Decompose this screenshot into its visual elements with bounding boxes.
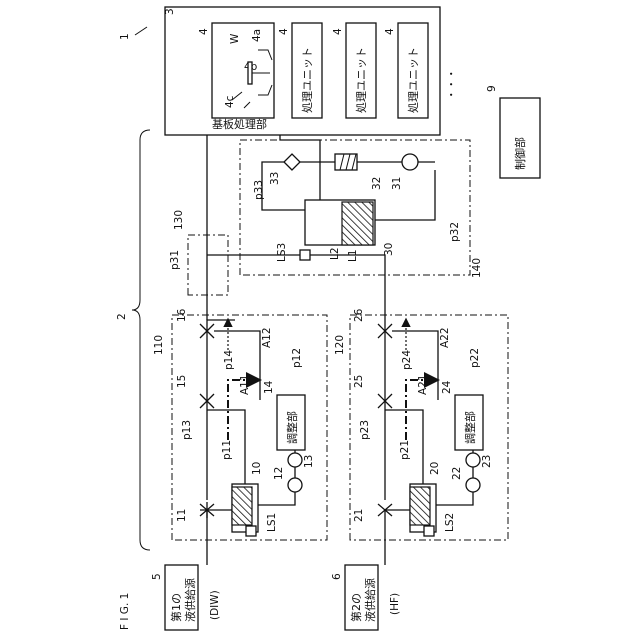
sensor-ls1-label: LS1 <box>266 513 278 532</box>
pipe-p24-label: p24 <box>401 350 413 370</box>
adjuster-24-ref: 24 <box>441 380 453 394</box>
controller-label: 制御部 <box>513 137 527 170</box>
source-2-liquid: (HF) <box>389 593 401 615</box>
system-ref-leader <box>135 27 147 35</box>
units-ellipsis: ・・・ <box>446 69 458 101</box>
filter-23 <box>466 453 480 467</box>
substrate-unit-ref: 3 <box>164 8 176 15</box>
block-110-ref: 110 <box>153 335 165 355</box>
flow-a11-label: A11 <box>239 374 251 395</box>
flow-a12-label: A12 <box>261 327 273 348</box>
source-1-liquid: (DIW) <box>209 590 221 620</box>
level-l1-label: L1 <box>347 249 359 262</box>
pump-31 <box>402 154 418 170</box>
pump-31-ref: 31 <box>391 177 403 190</box>
pipe-p32 <box>375 170 435 220</box>
source-1-ref: 5 <box>151 573 163 580</box>
pipe-p21 <box>385 510 410 565</box>
block-130-ref: 130 <box>173 210 185 230</box>
sensor-ls2 <box>424 526 434 536</box>
valve-16-ref: 16 <box>176 308 188 322</box>
tank-20-ref: 20 <box>429 462 441 475</box>
adjuster-24-label: 調整部 <box>463 411 477 444</box>
unit1-label: 処理ユニット <box>301 47 314 113</box>
figure-title: F I G. 1 <box>119 593 131 630</box>
unit1-ref: 4 <box>278 28 290 35</box>
valve-21-ref: 21 <box>353 509 365 522</box>
sensor-ls2-label: LS2 <box>444 513 456 532</box>
pipe-p22 <box>392 331 438 400</box>
flow-a22-label: A22 <box>439 327 451 348</box>
unit-detail-ref: 4 <box>198 28 210 35</box>
valve-11-ref: 11 <box>176 509 188 522</box>
adjuster-14-label: 調整部 <box>285 411 299 444</box>
source-2-line1: 第2の <box>349 593 363 622</box>
filter-23-ref: 23 <box>481 455 493 468</box>
pump-12-ref: 12 <box>273 467 285 480</box>
block-130 <box>188 235 228 295</box>
pipe-p11 <box>207 510 232 565</box>
processing-unit-detail <box>212 23 274 118</box>
tank-20-liquid <box>410 487 430 525</box>
pipe-p21-label: p21 <box>399 440 411 460</box>
valve-25-ref: 25 <box>353 375 365 388</box>
source-1-line1: 第1の <box>169 593 183 622</box>
filter-13 <box>288 453 302 467</box>
pipe-p33-label: p33 <box>253 180 265 200</box>
pipe-p12 <box>214 331 260 400</box>
unit2-ref: 4 <box>332 28 344 35</box>
wafer-chuck <box>248 62 252 84</box>
sensor-ls1 <box>246 526 256 536</box>
wafer-label: W <box>229 33 241 44</box>
controller-ref: 9 <box>486 85 498 92</box>
system-ref-label: 1 <box>119 33 131 40</box>
sensor-ls3-label: LS3 <box>276 243 288 262</box>
supply-brace <box>132 130 150 550</box>
filter-33-ref: 33 <box>269 172 281 185</box>
pipe-p32-label: p32 <box>449 222 461 242</box>
filter-13-ref: 13 <box>303 455 315 468</box>
pump-12 <box>288 478 302 492</box>
pipe-p31-label: p31 <box>169 250 181 270</box>
tank-10-liquid <box>232 487 252 525</box>
sensor-ls3 <box>300 250 310 260</box>
pipe-p23-label: p23 <box>359 420 371 440</box>
pump-22 <box>466 478 480 492</box>
pipe-p11-label: p11 <box>221 440 233 460</box>
valve-15-ref: 15 <box>176 375 188 388</box>
source-2-line2: 液供給源 <box>363 578 377 622</box>
block-120-ref: 120 <box>334 335 346 355</box>
unit3-ref: 4 <box>384 28 396 35</box>
pipe-p13-label: p13 <box>181 420 193 440</box>
source-1-line2: 液供給源 <box>183 578 197 622</box>
part-4a-label: 4a <box>251 29 263 42</box>
tank-10-ref: 10 <box>251 462 263 475</box>
block-140-ref: 140 <box>471 258 483 278</box>
source-2-ref: 6 <box>331 573 343 580</box>
level-l2-label: L2 <box>329 247 341 260</box>
flow-a21-label: A21 <box>417 374 429 395</box>
pump-22-ref: 22 <box>451 467 463 480</box>
tank-30-liquid <box>342 202 373 245</box>
unit3-label: 処理ユニット <box>407 47 420 113</box>
heater-32-ref: 32 <box>371 177 383 190</box>
adjuster-14-ref: 14 <box>263 380 275 394</box>
filter-33 <box>284 154 300 170</box>
pipe-p12-label: p12 <box>291 348 303 368</box>
substrate-unit-label: 基板処理部 <box>212 117 267 131</box>
valve-26-ref: 26 <box>353 308 365 322</box>
pipe-p33 <box>262 135 435 210</box>
tank-30-ref: 30 <box>383 243 395 256</box>
unit2-label: 処理ユニット <box>355 47 368 113</box>
main-line-1 <box>200 320 235 510</box>
pipe-p14-label: p14 <box>223 350 235 370</box>
supply-ref: 2 <box>116 313 128 320</box>
pipe-p22-label: p22 <box>469 348 481 368</box>
part-4c-label: 4c <box>224 95 236 108</box>
